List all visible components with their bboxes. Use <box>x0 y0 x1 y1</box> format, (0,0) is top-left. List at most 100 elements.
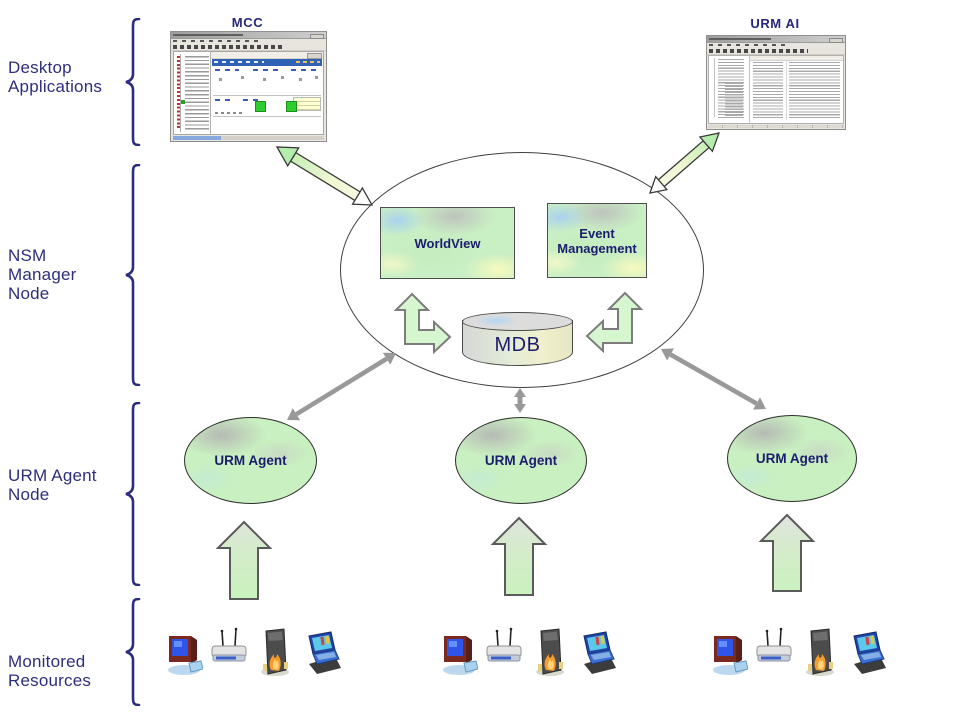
label-line: Applications <box>8 77 103 96</box>
workstation-icon <box>713 636 748 675</box>
mcc-window-screenshot <box>170 31 327 142</box>
wireless-router-icon <box>486 627 522 662</box>
mcc-menubar <box>171 39 326 43</box>
urm-agent-node-2: URM Agent <box>455 417 587 504</box>
arrow-urm-ai-manager <box>649 132 721 194</box>
urm-agent-label: URM Agent <box>484 453 558 468</box>
mcc-link-group <box>243 99 263 101</box>
mcc-tree-green-item-icon <box>181 100 185 104</box>
urm-ai-list-divider <box>786 61 787 120</box>
mcc-link-group <box>215 99 235 101</box>
mcc-hscroll-thumb <box>173 136 222 140</box>
label-nsm-manager-node: NSM Manager Node <box>8 246 77 303</box>
urm-ai-list-col-2 <box>789 62 840 119</box>
label-desktop-applications: Desktop Applications <box>8 58 102 96</box>
arrow-resources-agent-1 <box>215 520 273 600</box>
workstation-icon <box>443 636 478 675</box>
label-urm-agent-node: URM Agent Node <box>8 466 97 504</box>
mcc-panel-button <box>307 53 322 59</box>
mcc-mini-table <box>293 97 321 111</box>
urm-ai-list-col-1 <box>753 62 783 119</box>
urm-ai-statusbar <box>708 125 844 128</box>
arrow-resources-agent-2 <box>490 516 548 596</box>
mcc-tree-line <box>180 54 181 132</box>
mcc-status-icons <box>219 78 222 81</box>
server-icon <box>536 628 564 676</box>
mcc-tree-status-dots <box>177 56 180 130</box>
mcc-hscrollbar <box>173 136 324 140</box>
mdb-database-cylinder-icon: MDB <box>462 312 573 366</box>
mcc-tree-panel <box>174 52 211 134</box>
mcc-header-text <box>214 61 264 63</box>
urm-agent-label: URM Agent <box>755 451 829 466</box>
label-line: Monitored <box>8 652 86 671</box>
mcc-link-group <box>291 69 321 71</box>
arrow-manager-agent-1 <box>287 352 396 421</box>
urm-ai-list-header <box>750 56 843 61</box>
label-line: Resources <box>8 671 92 690</box>
urm-ai-titlebar <box>707 36 845 43</box>
urm-ai-tree-panel <box>709 56 750 123</box>
urm-ai-body <box>708 55 844 124</box>
label-monitored-resources: Monitored Resources <box>8 652 91 690</box>
arrow-mcc-manager <box>275 146 374 206</box>
urm-agent-node-3: URM Agent <box>727 415 857 502</box>
mcc-tabs-strip <box>211 52 323 59</box>
arrow-manager-agent-3 <box>661 348 766 410</box>
worldview-node: WorldView <box>380 207 515 279</box>
mcc-link-group <box>253 69 281 71</box>
laptop-icon <box>853 631 886 674</box>
mcc-main-panel <box>211 52 323 134</box>
event-management-line: Event <box>579 225 615 241</box>
mcc-link-group <box>215 69 239 71</box>
arrow-manager-agent-2 <box>514 388 526 413</box>
monitored-resources-group-1 <box>163 626 341 678</box>
urm-ai-window-title: URM AI <box>750 16 800 31</box>
wireless-router-icon <box>211 627 247 662</box>
event-management-label: Event Management <box>557 226 636 256</box>
label-line: Desktop <box>8 58 72 77</box>
urm-agent-node-1: URM Agent <box>184 417 317 504</box>
server-icon <box>261 628 289 676</box>
urm-ai-window-screenshot <box>706 35 846 130</box>
label-line: Node <box>8 485 50 504</box>
mcc-toolbar <box>171 44 326 51</box>
event-management-node: Event Management <box>547 203 647 278</box>
label-line: URM Agent <box>8 466 97 485</box>
server-icon <box>806 628 834 676</box>
mdb-cylinder-top <box>462 312 573 331</box>
mcc-header-links <box>295 61 320 63</box>
mcc-green-status-icon <box>255 101 266 112</box>
label-line: Node <box>8 284 50 303</box>
mcc-divider <box>213 95 321 96</box>
mdb-label: MDB <box>494 334 541 356</box>
brace-monitored-resources-icon <box>125 598 141 706</box>
label-line: NSM <box>8 246 47 265</box>
mcc-window-title: MCC <box>231 15 264 30</box>
laptop-icon <box>583 631 616 674</box>
monitored-resources-group-2 <box>438 626 616 678</box>
workstation-icon <box>168 636 203 675</box>
event-management-line: Management <box>557 240 637 256</box>
urm-ai-tree-line <box>714 58 715 117</box>
wireless-router-icon <box>756 627 792 662</box>
mcc-divider <box>213 116 321 117</box>
brace-urm-agent-node-icon <box>125 402 141 586</box>
urm-ai-menubar <box>707 43 845 47</box>
mcc-section-caption <box>215 112 245 114</box>
worldview-label: WorldView <box>414 235 481 251</box>
laptop-icon <box>308 631 341 674</box>
mcc-tree-rows <box>185 56 209 131</box>
mcc-body <box>173 51 324 135</box>
mcc-titlebar <box>171 32 326 39</box>
mcc-green-status-icon <box>286 101 297 112</box>
label-line: Manager <box>8 265 77 284</box>
arrow-resources-agent-3 <box>758 513 816 592</box>
urm-ai-toolbar <box>707 48 845 55</box>
urm-agent-label: URM Agent <box>214 453 287 468</box>
mcc-blue-header <box>212 59 322 66</box>
brace-nsm-manager-node-icon <box>125 164 141 386</box>
urm-ai-tree-rows-indent <box>725 82 743 117</box>
monitored-resources-group-3 <box>708 626 886 678</box>
